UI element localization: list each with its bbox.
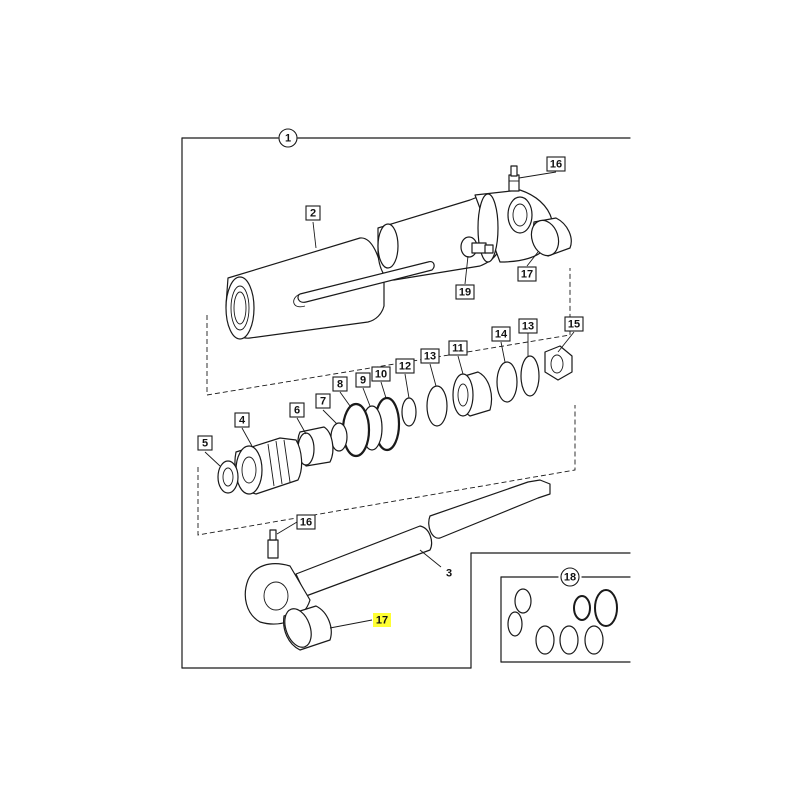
callout-number: 3 [446, 568, 452, 580]
piston-rod [244, 479, 551, 625]
bush-top [530, 217, 572, 257]
cylinder-barrel [225, 189, 553, 340]
callout-box [491, 326, 511, 342]
piston-nut [544, 345, 573, 381]
valve-fitting [460, 236, 494, 258]
callout-circle [278, 128, 298, 148]
callout-c18: 18 [560, 567, 580, 587]
callout-box [315, 393, 331, 409]
callout-box [395, 358, 415, 374]
callout-c14: 14 [491, 326, 511, 342]
callout-box [355, 372, 371, 388]
callout-c12: 12 [395, 358, 415, 374]
callout-number: 18 [564, 572, 576, 584]
callout-box [197, 435, 213, 451]
callout-number: 5 [202, 438, 208, 450]
callout-number: 17 [521, 269, 533, 281]
callout-box [296, 514, 316, 530]
callout-number: 7 [320, 396, 326, 408]
explode-guides [197, 268, 576, 536]
callout-box [448, 340, 468, 356]
wiper-seal [217, 460, 239, 494]
piston [452, 371, 493, 417]
callout-box [546, 156, 566, 172]
assembly-frame [181, 137, 631, 669]
callout-number: 4 [239, 415, 246, 427]
callout-c9: 9 [355, 372, 371, 388]
callout-box [371, 366, 391, 382]
grease-nipple-bottom [267, 529, 279, 559]
callout-c13a: 13 [420, 348, 440, 364]
callout-c17b: 17 [373, 613, 391, 627]
callout-c5: 5 [197, 435, 213, 451]
callout-box [332, 376, 348, 392]
callout-c16a: 16 [546, 156, 566, 172]
callout-c19: 19 [455, 284, 475, 300]
callout-box [234, 412, 250, 428]
callout-c6: 6 [289, 402, 305, 418]
rings-upper [496, 355, 540, 403]
callout-c15: 15 [564, 316, 584, 332]
callout-box [289, 402, 305, 418]
callout-number: 2 [310, 208, 316, 220]
callout-circle [560, 567, 580, 587]
callout-c16b: 16 [296, 514, 316, 530]
bush-bottom [283, 605, 332, 651]
callout-c4: 4 [234, 412, 250, 428]
callout-highlight-box [373, 613, 391, 627]
rings-middle [401, 385, 448, 427]
seal-kit-frame [500, 576, 631, 663]
grease-nipple-top [508, 165, 520, 192]
callout-c2: 2 [305, 205, 321, 221]
callout-c17a: 17 [517, 266, 537, 282]
callout-box [420, 348, 440, 364]
callout-number: 9 [360, 375, 366, 387]
callout-number: 13 [522, 321, 534, 333]
callout-number: 15 [568, 319, 580, 331]
callout-c7: 7 [315, 393, 331, 409]
callout-number: 8 [337, 379, 343, 391]
callout-c10: 10 [371, 366, 391, 382]
gland-nut [234, 437, 303, 495]
callout-number: 1 [285, 133, 291, 145]
callout-c1: 1 [278, 128, 298, 148]
callout-number: 16 [550, 159, 562, 171]
callout-c3: 3 [446, 568, 452, 580]
callout-number: 16 [300, 517, 312, 529]
callout-number: 10 [375, 369, 387, 381]
callout-c11: 11 [448, 340, 468, 356]
callout-box [518, 318, 538, 334]
callout-box [305, 205, 321, 221]
callout-number: 14 [495, 329, 508, 341]
seal-kit-parts [507, 588, 618, 655]
callout-c8: 8 [332, 376, 348, 392]
callout-number: 12 [399, 361, 411, 373]
callout-number: 19 [459, 287, 471, 299]
leader-lines [204, 171, 575, 629]
gland-bushing [297, 426, 334, 467]
callout-box [564, 316, 584, 332]
callout-number: 17 [376, 615, 388, 627]
o-rings [330, 396, 401, 458]
callout-box [455, 284, 475, 300]
callout-number: 13 [424, 351, 436, 363]
callout-box [517, 266, 537, 282]
callout-number: 6 [294, 405, 300, 417]
callout-c13b: 13 [518, 318, 538, 334]
callout-number: 11 [452, 343, 464, 355]
